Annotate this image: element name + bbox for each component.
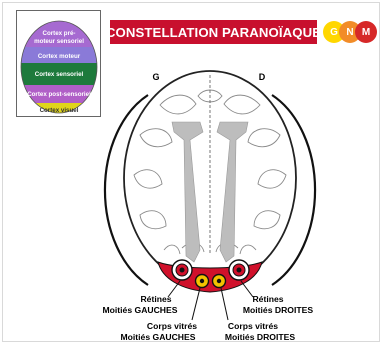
vitreous-left-line1: Corps vitrés (147, 321, 197, 331)
retinas-left-line2: Moitiés GAUCHES (103, 305, 178, 315)
left-retina-target (172, 260, 192, 280)
right-label: D (259, 72, 266, 82)
right-retina-target (229, 260, 249, 280)
vitreous-left-line2: Moitiés GAUCHES (121, 332, 196, 342)
retinas-left-line1: Rétines (140, 294, 171, 304)
vitreous-right-line2: Moitiés DROITES (225, 332, 295, 342)
left-label: G (152, 72, 159, 82)
left-vitreous-target (196, 275, 209, 288)
retinas-right-line1: Rétines (252, 294, 283, 304)
vitreous-right-line1: Corps vitrés (228, 321, 278, 331)
retinas-right-line2: Moitiés DROITES (243, 305, 313, 315)
right-vitreous-target (213, 275, 226, 288)
